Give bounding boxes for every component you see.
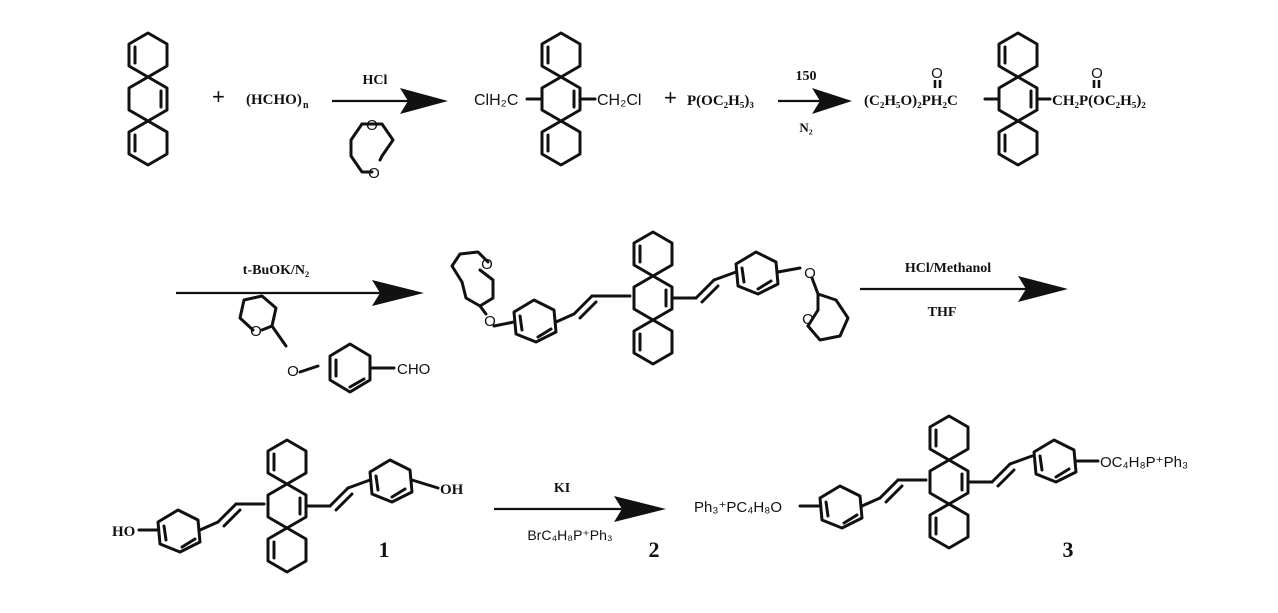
ether-o-reagent: O	[287, 363, 299, 380]
compound-1-structure	[137, 438, 440, 574]
bis-chloromethyl-anthracene-structure	[525, 31, 597, 167]
plus-sign: +	[212, 84, 225, 109]
phosphoryl-o-left: O	[931, 65, 943, 82]
dioxane-o-top: O	[366, 117, 378, 134]
thp-benzaldehyde-structure	[238, 294, 396, 394]
thp-ring-o-left: O	[481, 256, 493, 273]
paraformaldehyde-label: (HCHO)	[246, 92, 302, 108]
step2-atmosphere: N₂	[799, 120, 812, 135]
triethyl-phosphite-label: P(OC₂H₅)₃	[687, 93, 754, 109]
compound-1-number: 1	[379, 537, 390, 562]
reaction-arrow-5	[494, 496, 666, 522]
step4-solvent: THF	[928, 305, 957, 320]
reaction-arrow-1	[332, 88, 448, 114]
step1-reagent: HCl	[363, 73, 388, 88]
aldehyde-group-label: CHO	[397, 361, 430, 378]
hydroxyl-left-label: HO	[112, 524, 135, 540]
step3-reagent: t-BuOK/N₂	[243, 263, 309, 278]
phosphonate-right-label: CH₂P(OC₂H₅)₂	[1052, 93, 1146, 109]
reaction-arrow-3	[176, 280, 424, 306]
compound-2-number: 2	[649, 537, 660, 562]
hydroxyl-right-label: OH	[440, 482, 464, 498]
step2-temperature: 150	[796, 69, 817, 84]
step5-reagent: KI	[554, 481, 570, 496]
ether-o-left: O	[484, 313, 496, 330]
chloromethyl-left-label: ClH₂C	[474, 92, 518, 109]
ether-o-right: O	[804, 265, 816, 282]
thp-distyrylanthracene-structure	[450, 230, 850, 366]
compound-3-number: 3	[1063, 537, 1074, 562]
dioxane-o-bottom: O	[368, 165, 380, 182]
reaction-arrow-4	[860, 276, 1068, 302]
phosphonate-left-label: (C₂H₅O)₂PH₂C	[864, 93, 958, 109]
step5-phosphonium-reagent: BrC₄H₈P⁺Ph₃	[527, 527, 612, 543]
chloromethyl-right-label: CH₂Cl	[597, 92, 641, 109]
phosphoryl-o-right: O	[1091, 65, 1103, 82]
reaction-arrow-2	[778, 88, 852, 114]
phosphonium-left-label: Ph₃⁺PC₄H₈O	[694, 499, 782, 516]
dioxane-structure	[349, 122, 395, 174]
plus-sign-2: +	[664, 85, 677, 110]
step4-reagent: HCl/Methanol	[905, 261, 991, 276]
phosphonium-right-label: OC₄H₈P⁺Ph₃	[1100, 454, 1188, 471]
thp-ring-o-reagent: O	[250, 323, 262, 340]
compound-3-structure	[798, 414, 1100, 550]
thp-ring-o-right: O	[802, 311, 814, 328]
paraformaldehyde-subscript: n	[303, 100, 309, 111]
anthracene-structure	[127, 31, 169, 167]
bis-phosphonate-anthracene-structure	[933, 31, 1101, 167]
